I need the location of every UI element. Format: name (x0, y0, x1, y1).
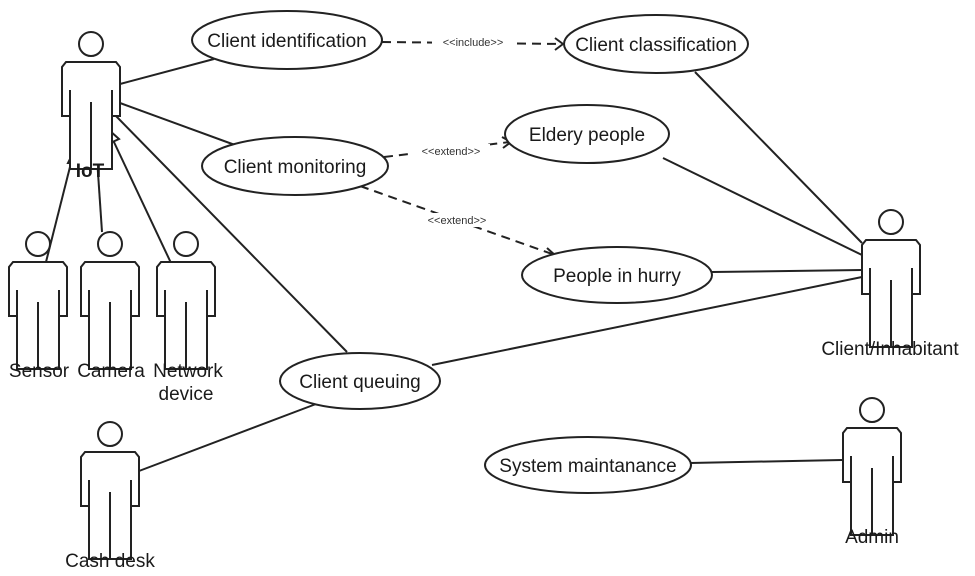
assoc-iot-ident[interactable] (119, 58, 215, 85)
use-case-label: Eldery people (529, 125, 645, 146)
use-case-label: System maintanance (499, 456, 676, 477)
dependencies: <<include>> <<extend>> <<extend>> (359, 35, 565, 259)
actor-label: Network (153, 361, 223, 382)
use-case-label: Client identification (207, 31, 366, 52)
use-case-client-monitoring[interactable]: Client monitoring (201, 136, 389, 196)
actor-iot[interactable]: IoT (61, 31, 121, 182)
assoc-iot-monitor[interactable] (119, 102, 236, 146)
actor-icon (80, 231, 140, 370)
use-case-client-identification[interactable]: Client identification (191, 10, 383, 70)
actor-label: Admin (845, 527, 899, 548)
use-case-people-in-hurry[interactable]: People in hurry (521, 246, 713, 304)
assoc-classif-client[interactable] (694, 71, 863, 244)
actor-icon (8, 231, 68, 370)
extend-monitor-hurry[interactable] (359, 185, 556, 256)
associations (114, 58, 863, 472)
actor-icon (842, 397, 902, 536)
assoc-iot-queue[interactable] (114, 114, 348, 353)
use-case-client-classification[interactable]: Client classification (563, 14, 749, 74)
actor-camera[interactable]: Camera (77, 231, 145, 382)
include-arrowhead (554, 37, 565, 51)
use-case-label: Client queuing (299, 372, 420, 393)
assoc-queue-client[interactable] (431, 276, 863, 366)
use-case-label: Client classification (575, 35, 737, 56)
actor-label: Client/Inhabitant (821, 339, 959, 360)
include-label: <<include>> (443, 37, 504, 49)
actor-label: Sensor (9, 361, 70, 382)
assoc-hurry-client[interactable] (711, 269, 863, 273)
assoc-eldery-client[interactable] (662, 157, 863, 256)
use-case-eldery-people[interactable]: Eldery people (504, 104, 670, 164)
actor-icon (80, 421, 140, 560)
extend-label-hurry: <<extend>> (428, 215, 487, 227)
actor-icon (861, 209, 921, 348)
actor-label: Camera (77, 361, 145, 382)
assoc-cashdesk-queue[interactable] (138, 403, 317, 472)
use-case-system-maintanance[interactable]: System maintanance (484, 436, 692, 494)
actor-label: IoT (76, 161, 105, 182)
actor-cash-desk[interactable]: Cash desk (65, 421, 155, 572)
actor-network-device[interactable]: Network device (153, 231, 223, 405)
assoc-maint-admin[interactable] (689, 459, 843, 464)
actor-label-line2: device (159, 384, 214, 405)
actor-sensor[interactable]: Sensor (8, 231, 70, 382)
actor-label: Cash desk (65, 551, 155, 572)
use-case-label: Client monitoring (224, 157, 367, 178)
use-case-client-queuing[interactable]: Client queuing (279, 352, 441, 410)
extend-label-eldery: <<extend>> (422, 146, 481, 158)
gen-network-iot[interactable] (112, 139, 172, 264)
use-case-label: People in hurry (553, 266, 681, 287)
gen-camera-iot[interactable] (96, 157, 103, 233)
actor-client-inhabitant[interactable]: Client/Inhabitant (821, 209, 959, 360)
actor-icon (61, 31, 121, 170)
actor-admin[interactable]: Admin (842, 397, 902, 548)
